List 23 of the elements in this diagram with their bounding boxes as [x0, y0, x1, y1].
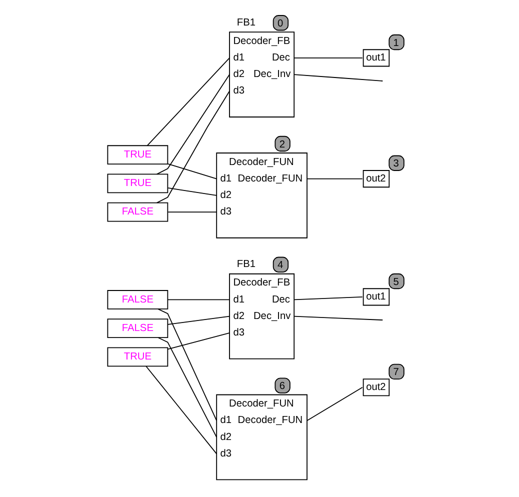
connector [294, 74, 384, 82]
connector [168, 163, 218, 180]
node-box: TRUE [107, 145, 168, 165]
connector [294, 57, 363, 58]
node-box: FALSE [107, 290, 168, 310]
connector [167, 316, 230, 325]
connector [158, 337, 218, 438]
connector [156, 90, 230, 204]
connector [156, 74, 230, 175]
node-box: TRUE [107, 347, 168, 367]
connector [294, 296, 363, 300]
connector [167, 299, 230, 300]
connector [294, 316, 384, 320]
connector [168, 188, 218, 196]
connector [146, 57, 230, 146]
node-box: FALSE [107, 202, 168, 222]
connector [158, 308, 218, 422]
connector [146, 366, 218, 454]
connector [306, 386, 363, 422]
connector [167, 332, 230, 350]
node-box: TRUE [107, 174, 168, 194]
node-box: FALSE [107, 318, 168, 338]
connector [306, 178, 363, 180]
